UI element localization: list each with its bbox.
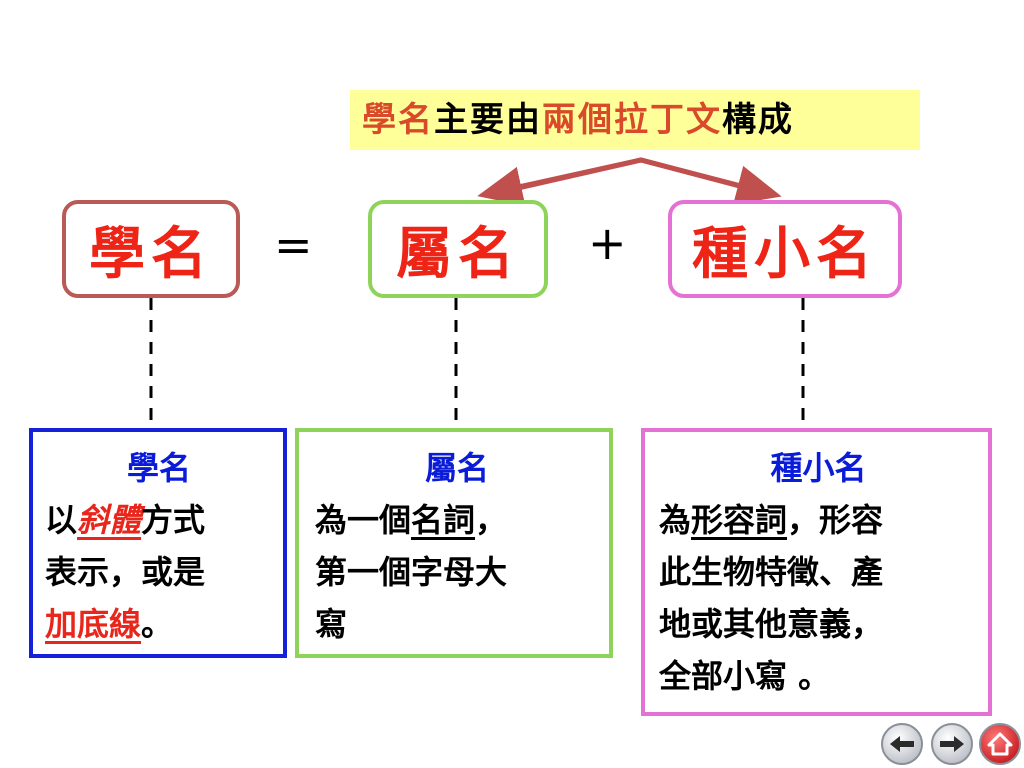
arrow-left xyxy=(477,157,642,206)
top-note: 學名主要由兩個拉丁文構成 xyxy=(350,90,920,150)
desc-text: ，形容 xyxy=(787,501,884,539)
species-box: 種小名 xyxy=(668,200,902,298)
top-note-part2: 主要由 xyxy=(434,100,542,140)
genus-label: 屬名 xyxy=(396,220,520,287)
genus-desc-line2: 第一個字母大 xyxy=(315,553,508,591)
equals-sign: = xyxy=(274,218,313,272)
scientific-name-box: 學名 xyxy=(62,200,240,298)
species-desc-line2: 此生物特徵、產 xyxy=(659,553,884,591)
genus-desc-line3: 寫 xyxy=(315,605,348,643)
desc-text: 方式 xyxy=(141,501,206,539)
desc-text: 為一個 xyxy=(315,501,412,539)
top-note-part4: 構成 xyxy=(722,100,794,140)
branch-arrow xyxy=(491,157,771,197)
scientific-name-label: 學名 xyxy=(89,220,213,287)
desc-text: 。 xyxy=(141,605,174,643)
underline-term: 加底線 xyxy=(45,605,142,643)
italic-term: 斜體 xyxy=(77,501,142,539)
scientific-desc-title: 學名 xyxy=(126,449,191,487)
top-note-part3: 兩個拉丁文 xyxy=(542,100,722,140)
genus-desc-line1: 為一個名詞， xyxy=(315,494,599,546)
home-icon[interactable] xyxy=(978,722,1022,766)
genus-desc-title: 屬名 xyxy=(424,449,489,487)
noun-term: 名詞 xyxy=(411,501,476,539)
adjective-term: 形容詞 xyxy=(691,501,788,539)
species-desc-line1: 為形容詞，形容 xyxy=(659,494,978,546)
scientific-desc-line3: 加底線。 xyxy=(45,598,273,650)
scientific-desc-line2: 表示，或是 xyxy=(45,553,206,591)
desc-text: ， xyxy=(475,501,508,539)
species-description: 種小名 為形容詞，形容 此生物特徵、產 地或其他意義， 全部小寫 。 xyxy=(641,428,992,716)
species-label: 種小名 xyxy=(692,220,878,287)
species-desc-title: 種小名 xyxy=(770,449,867,487)
species-desc-line3: 地或其他意義， xyxy=(659,605,884,643)
desc-text: 以 xyxy=(45,501,78,539)
plus-sign: + xyxy=(588,216,627,270)
genus-description: 屬名 為一個名詞， 第一個字母大 寫 xyxy=(295,428,613,658)
arrow-right xyxy=(640,157,782,205)
top-note-part1: 學名 xyxy=(362,100,434,140)
genus-box: 屬名 xyxy=(368,200,548,298)
desc-text: 為 xyxy=(659,501,692,539)
scientific-name-description: 學名 以斜體方式 表示，或是 加底線。 xyxy=(29,428,287,658)
forward-arrow-icon[interactable] xyxy=(930,722,974,766)
species-desc-line4: 全部小寫 。 xyxy=(659,657,831,695)
back-arrow-icon[interactable] xyxy=(880,722,924,766)
scientific-desc-line1: 以斜體方式 xyxy=(45,494,273,546)
